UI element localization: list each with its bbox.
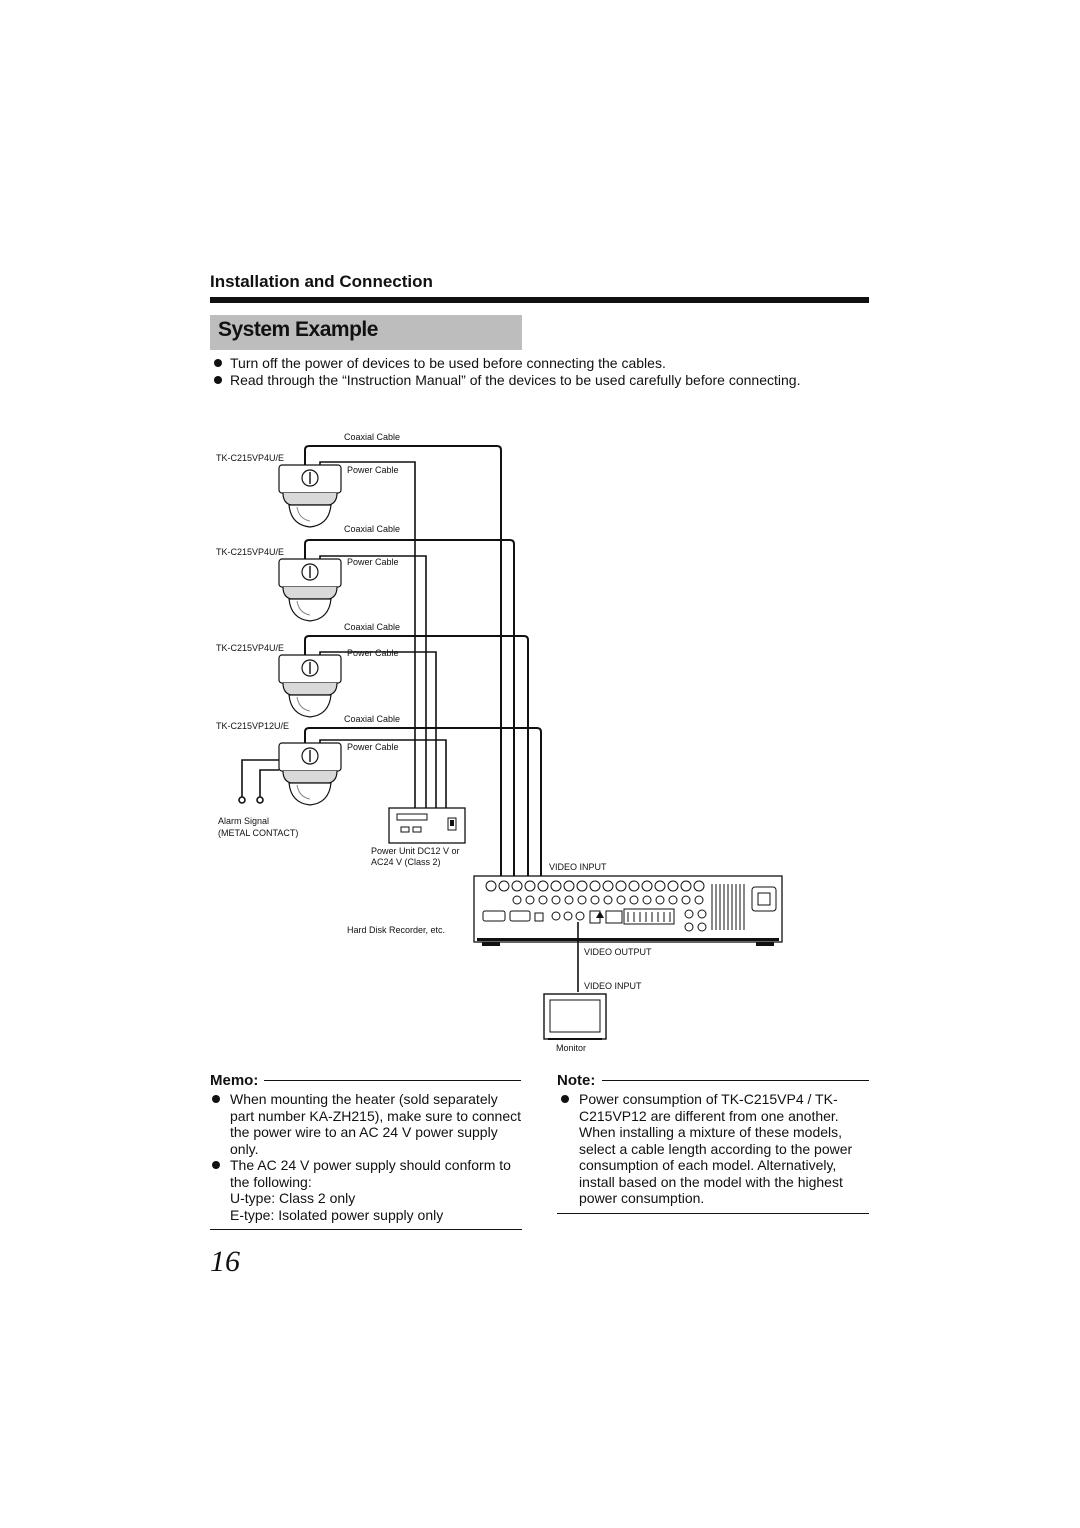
memo-rule-bottom bbox=[210, 1229, 522, 1230]
bullet-icon bbox=[214, 359, 222, 367]
recorder-label: Hard Disk Recorder, etc. bbox=[347, 925, 445, 935]
dome-camera-icon bbox=[278, 464, 342, 528]
intro-bullet-1: Turn off the power of devices to be used… bbox=[214, 355, 666, 372]
power-unit-label: Power Unit DC12 V or bbox=[371, 846, 460, 856]
video-input-label: VIDEO INPUT bbox=[549, 862, 607, 872]
camera-2-coax-label: Coaxial Cable bbox=[344, 524, 400, 534]
memo-rule-top bbox=[264, 1080, 521, 1081]
camera-1: TK-C215VP4U/E Coaxial Cable Power Cable bbox=[216, 432, 400, 528]
dome-camera-icon bbox=[278, 654, 342, 718]
coaxial-cables bbox=[304, 445, 542, 882]
alarm-label: Alarm Signal bbox=[218, 816, 269, 826]
memo-heading: Memo: bbox=[210, 1072, 259, 1089]
note-rule-top bbox=[602, 1080, 869, 1081]
note-rule-bottom bbox=[557, 1213, 869, 1214]
dome-camera-icon bbox=[278, 558, 342, 622]
memo-item-2: The AC 24 V power supply should conform … bbox=[210, 1157, 522, 1190]
camera-4-power-label: Power Cable bbox=[347, 742, 399, 752]
power-unit bbox=[388, 807, 466, 844]
note-item-1: Power consumption of TK-C215VP4 / TK-C21… bbox=[559, 1091, 869, 1207]
memo-subline-1: U-type: Class 2 only bbox=[230, 1190, 356, 1206]
camera-1-model: TK-C215VP4U/E bbox=[216, 453, 284, 463]
bullet-icon bbox=[214, 376, 222, 384]
intro-bullet-2: Read through the “Instruction Manual” of… bbox=[214, 372, 800, 389]
alarm-wires bbox=[238, 759, 279, 804]
page-title: System Example bbox=[218, 318, 378, 341]
camera-4-coax-label: Coaxial Cable bbox=[344, 714, 400, 724]
camera-3-model: TK-C215VP4U/E bbox=[216, 643, 284, 653]
section-title: Installation and Connection bbox=[210, 272, 433, 291]
camera-2-power-label: Power Cable bbox=[347, 557, 399, 567]
power-cables bbox=[319, 461, 447, 810]
camera-1-power-label: Power Cable bbox=[347, 465, 399, 475]
monitor-label: Monitor bbox=[556, 1043, 586, 1053]
dome-camera-icon bbox=[278, 742, 342, 806]
page-title-box bbox=[210, 315, 522, 350]
monitor-input-label: VIDEO INPUT bbox=[584, 981, 642, 991]
memo-subline-2: E-type: Isolated power supply only bbox=[230, 1206, 444, 1223]
page-number: 16 bbox=[210, 1245, 240, 1278]
note-body: Power consumption of TK-C215VP4 / TK-C21… bbox=[559, 1091, 869, 1207]
bullet-icon bbox=[561, 1095, 569, 1103]
camera-3: TK-C215VP4U/E Coaxial Cable Power Cable bbox=[216, 622, 400, 718]
hard-disk-recorder bbox=[473, 875, 783, 946]
power-unit-label-2: AC24 V (Class 2) bbox=[371, 857, 441, 867]
video-output-label: VIDEO OUTPUT bbox=[584, 947, 652, 957]
camera-2: TK-C215VP4U/E Coaxial Cable Power Cable bbox=[216, 524, 400, 622]
camera-4: TK-C215VP12U/E Coaxial Cable Power Cable bbox=[216, 714, 400, 806]
note-heading: Note: bbox=[557, 1072, 596, 1089]
section-rule bbox=[210, 297, 869, 303]
camera-2-model: TK-C215VP4U/E bbox=[216, 547, 284, 557]
camera-1-coax-label: Coaxial Cable bbox=[344, 432, 400, 442]
camera-3-coax-label: Coaxial Cable bbox=[344, 622, 400, 632]
bullet-icon bbox=[212, 1095, 220, 1103]
monitor bbox=[543, 993, 607, 1040]
memo-body: When mounting the heater (sold separatel… bbox=[210, 1091, 522, 1223]
bullet-icon bbox=[212, 1161, 220, 1169]
memo-item-1: When mounting the heater (sold separatel… bbox=[210, 1091, 522, 1157]
camera-4-model: TK-C215VP12U/E bbox=[216, 721, 289, 731]
alarm-contact-label: (METAL CONTACT) bbox=[218, 828, 298, 838]
camera-3-power-label: Power Cable bbox=[347, 648, 399, 658]
